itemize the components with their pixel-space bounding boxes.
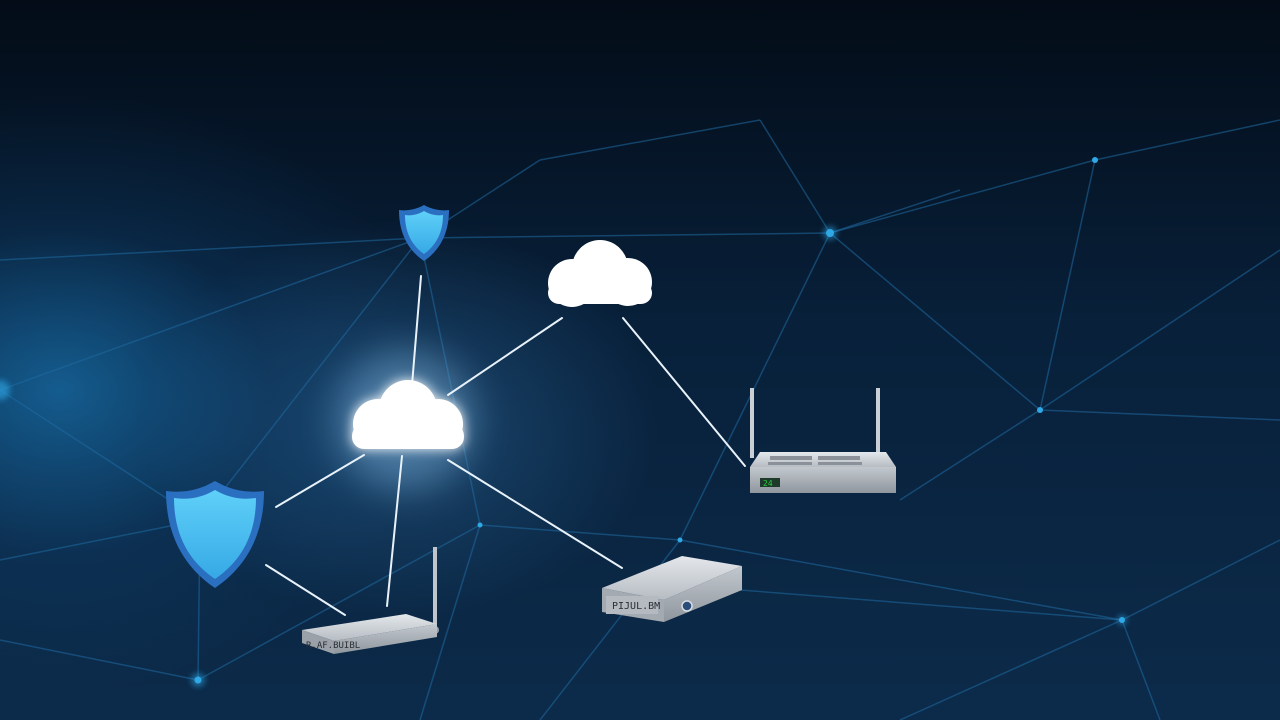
link-cloud-right-router-right xyxy=(622,317,746,467)
cloud-icon xyxy=(352,380,464,449)
shield-icon xyxy=(166,481,264,588)
router-icon: 24 xyxy=(750,388,896,493)
server-icon: PIJUL.BM xyxy=(602,556,742,622)
link-cloud-center-router-left xyxy=(386,455,403,607)
link-cloud-center-server xyxy=(447,459,623,569)
router-icon: R.AF.BUIBL xyxy=(302,547,439,654)
link-shield-left-router-left xyxy=(265,564,346,616)
shield-icon xyxy=(399,205,449,261)
server-label: PIJUL.BM xyxy=(612,601,660,612)
router-status-label: 24 xyxy=(763,479,773,488)
grid-nodes xyxy=(0,157,1127,687)
router-label: R.AF.BUIBL xyxy=(306,641,360,651)
link-cloud-center-cloud-right xyxy=(447,317,563,396)
link-cloud-center-shield-left xyxy=(275,454,365,508)
cloud-icon xyxy=(548,240,652,307)
link-shield-top-cloud-center xyxy=(411,275,422,386)
